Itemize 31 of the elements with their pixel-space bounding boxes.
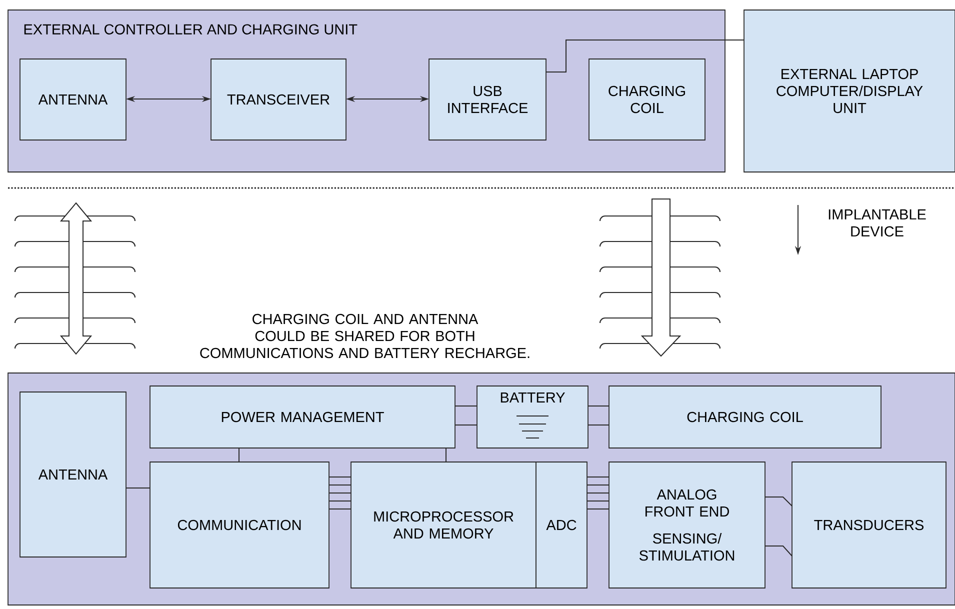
process-box: ANALOG FRONT END SENSING/ STIMULATION — [608, 462, 766, 588]
process-box: CHARGING COIL — [588, 58, 706, 140]
process-box: ADC — [536, 462, 588, 588]
connector-line — [546, 40, 744, 72]
connector-line — [764, 496, 792, 506]
connector-line — [588, 424, 610, 426]
process-box: ANTENNA — [20, 58, 126, 140]
connector-line — [454, 424, 478, 426]
process-box: EXTERNAL LAPTOP COMPUTER/DISPLAY UNIT — [744, 10, 955, 172]
connector-line — [586, 484, 610, 486]
process-box: ANTENNA — [20, 392, 126, 558]
process-box: POWER MANAGEMENT — [150, 386, 456, 448]
process-box: COMMUNICATION — [150, 462, 330, 588]
connector-line — [586, 492, 610, 494]
connector-line — [238, 448, 240, 462]
connector-line — [328, 484, 352, 486]
connector-line — [328, 508, 352, 510]
annotation-label: IMPLANTABLE DEVICE — [828, 209, 926, 237]
connector-line — [586, 500, 610, 502]
process-box: USB INTERFACE — [428, 58, 546, 140]
connector-line — [328, 492, 352, 494]
annotation-label: CHARGING COIL AND ANTENNA COULD BE SHARED FOR BOTH COMMUNICATIONS AND BATTERY RECHARGE. — [200, 314, 530, 358]
process-box: TRANSCEIVER — [210, 58, 346, 140]
connector-line — [586, 476, 610, 478]
connector-line — [328, 500, 352, 502]
process-box: TRANSDUCERS — [792, 462, 946, 588]
connector-line — [764, 546, 792, 556]
battery-box: BATTERY — [476, 386, 588, 448]
process-box: CHARGING COIL — [608, 386, 882, 448]
connector-line — [328, 476, 352, 478]
connector-line — [586, 508, 610, 510]
